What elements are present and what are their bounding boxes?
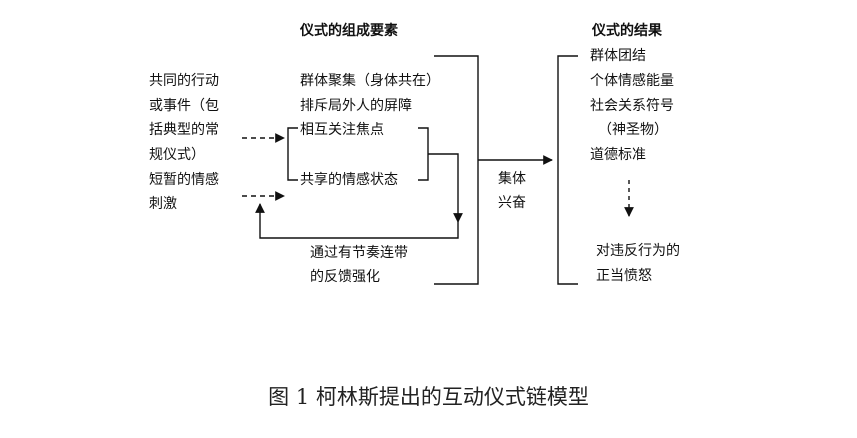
feedback-loop-bottom (255, 203, 459, 239)
component-assembly: 群体聚集（身体共在） (300, 73, 440, 89)
input-line: 或事件（包 (149, 98, 219, 114)
feedback-line: 的反馈强化 (310, 269, 380, 285)
input-line: 规仪式） (149, 147, 205, 163)
outcome-item: 个体情感能量 (590, 73, 674, 89)
components-bracket (434, 55, 479, 285)
component-barrier: 排斥局外人的屏障 (300, 98, 412, 114)
feedback-line: 通过有节奏连带 (310, 245, 408, 261)
feedback-loop-right (428, 153, 463, 223)
outcomes-bracket (557, 55, 578, 285)
outcome-item: 道德标准 (590, 147, 646, 163)
input-line: 共同的行动 (149, 73, 219, 89)
outcomes-header: 仪式的结果 (592, 23, 662, 39)
component-mutual-focus: 相互关注焦点 (300, 122, 384, 138)
input-line: 刺激 (149, 196, 177, 212)
component-shared-mood: 共享的情感状态 (300, 172, 398, 188)
outcome-item: （神圣物） (598, 122, 668, 138)
anger-line: 对违反行为的 (596, 243, 680, 259)
input-line: 括典型的常 (149, 122, 219, 138)
effervescence-line: 兴奋 (498, 195, 526, 211)
outcome-item: 社会关系符号 (590, 98, 674, 114)
input-line: 短暂的情感 (149, 172, 219, 188)
outcome-item: 群体团结 (590, 48, 646, 64)
anger-line: 正当愤怒 (596, 268, 652, 284)
components-header: 仪式的组成要素 (300, 23, 398, 39)
figure-caption: 图 1 柯林斯提出的互动仪式链模型 (268, 385, 589, 409)
effervescence-line: 集体 (498, 171, 526, 187)
